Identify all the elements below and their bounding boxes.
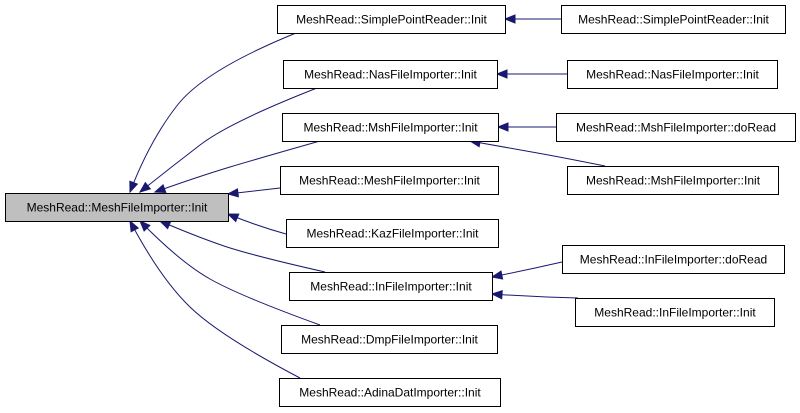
node-box bbox=[286, 219, 499, 248]
edge-adina_init-to-root bbox=[129, 220, 301, 379]
edge-in_doread-to-in_init bbox=[491, 261, 563, 278]
node-box bbox=[5, 193, 229, 222]
arrowhead-in_init_2-to-in_init bbox=[490, 290, 503, 300]
node-box bbox=[289, 272, 493, 301]
node-label: MeshRead::NasFileImporter::Init bbox=[586, 68, 759, 82]
arrowhead-nas_init_2-to-nas_init bbox=[495, 69, 508, 79]
node-label: MeshRead::MeshFileImporter::Init bbox=[27, 201, 208, 215]
call-graph-edges bbox=[129, 14, 606, 379]
node-in-doread[interactable]: MeshRead::InFileImporter::doRead bbox=[562, 245, 785, 274]
node-dmp-init[interactable]: MeshRead::DmpFileImporter::Init bbox=[281, 325, 498, 354]
node-label: MeshRead::SimplePointReader::Init bbox=[578, 13, 769, 27]
node-nas-init-2[interactable]: MeshRead::NasFileImporter::Init bbox=[567, 60, 778, 89]
node-msh-doread[interactable]: MeshRead::MshFileImporter::doRead bbox=[556, 113, 796, 142]
edge-in_init-to-root bbox=[159, 220, 326, 273]
node-nas-init[interactable]: MeshRead::NasFileImporter::Init bbox=[283, 60, 498, 89]
node-in-init-2[interactable]: MeshRead::InFileImporter::Init bbox=[575, 298, 775, 327]
node-box bbox=[575, 298, 775, 327]
edge-in_init_2-to-in_init bbox=[491, 293, 579, 299]
node-spr-init-2[interactable]: MeshRead::SimplePointReader::Init bbox=[561, 5, 786, 34]
node-msh-init-2[interactable]: MeshRead::MshFileImporter::Init bbox=[567, 166, 779, 195]
node-label: MeshRead::MshFileImporter::Init bbox=[586, 174, 761, 188]
node-label: MeshRead::MshFileImporter::doRead bbox=[576, 121, 776, 135]
arrowhead-msh_init-to-root bbox=[153, 184, 167, 193]
node-label: MeshRead::NasFileImporter::Init bbox=[304, 68, 477, 82]
node-box bbox=[279, 378, 501, 407]
arrowhead-nas_init-to-root bbox=[138, 181, 152, 193]
arrowhead-mesh_init-to-root bbox=[226, 188, 239, 198]
node-kaz-init[interactable]: MeshRead::KazFileImporter::Init bbox=[286, 219, 499, 248]
node-box bbox=[280, 166, 499, 195]
arrowhead-adina_init-to-root bbox=[129, 219, 140, 233]
node-box bbox=[567, 166, 779, 195]
node-label: MeshRead::MeshFileImporter::Init bbox=[299, 174, 480, 188]
arrowhead-dmp_init-to-root bbox=[139, 220, 151, 232]
node-label: MeshRead::KazFileImporter::Init bbox=[306, 227, 479, 241]
node-label: MeshRead::InFileImporter::Init bbox=[594, 306, 756, 320]
node-box bbox=[567, 60, 778, 89]
arrowhead-in_doread-to-in_init bbox=[490, 270, 504, 280]
edge-nas_init-to-root bbox=[139, 87, 318, 193]
node-adina-init[interactable]: MeshRead::AdinaDatImporter::Init bbox=[279, 378, 501, 407]
arrowhead-in_init-to-root bbox=[158, 220, 172, 230]
node-label: MeshRead::InFileImporter::doRead bbox=[580, 253, 767, 267]
arrowhead-msh_doread-to-msh_init bbox=[496, 122, 509, 132]
node-label: MeshRead::InFileImporter::Init bbox=[310, 280, 472, 294]
node-box bbox=[556, 113, 796, 142]
node-box bbox=[277, 5, 506, 34]
node-label: MeshRead::DmpFileImporter::Init bbox=[301, 333, 478, 347]
node-root[interactable]: MeshRead::MeshFileImporter::Init bbox=[5, 193, 229, 222]
node-box bbox=[283, 60, 498, 89]
node-label: MeshRead::MshFileImporter::Init bbox=[303, 121, 478, 135]
edge-spr_init-to-root bbox=[129, 32, 297, 193]
arrowhead-spr_init-to-root bbox=[129, 180, 139, 194]
node-in-init[interactable]: MeshRead::InFileImporter::Init bbox=[289, 272, 493, 301]
node-msh-init[interactable]: MeshRead::MshFileImporter::Init bbox=[282, 113, 499, 142]
node-label: MeshRead::SimplePointReader::Init bbox=[296, 13, 487, 27]
arrowhead-kaz_init-to-root bbox=[226, 213, 240, 223]
call-graph-nodes: MeshRead::MeshFileImporter::InitMeshRead… bbox=[5, 5, 796, 407]
node-box bbox=[281, 325, 498, 354]
node-mesh-init[interactable]: MeshRead::MeshFileImporter::Init bbox=[280, 166, 499, 195]
edge-msh_init_2-to-msh_init bbox=[469, 140, 606, 167]
node-label: MeshRead::AdinaDatImporter::Init bbox=[299, 386, 481, 400]
node-spr-init[interactable]: MeshRead::SimplePointReader::Init bbox=[277, 5, 506, 34]
edge-msh_init-to-root bbox=[154, 140, 321, 193]
node-box bbox=[561, 5, 786, 34]
arrowhead-spr_init_2-to-spr_init bbox=[503, 14, 516, 24]
node-box bbox=[282, 113, 499, 142]
node-box bbox=[562, 245, 785, 274]
edge-dmp_init-to-root bbox=[139, 220, 321, 326]
